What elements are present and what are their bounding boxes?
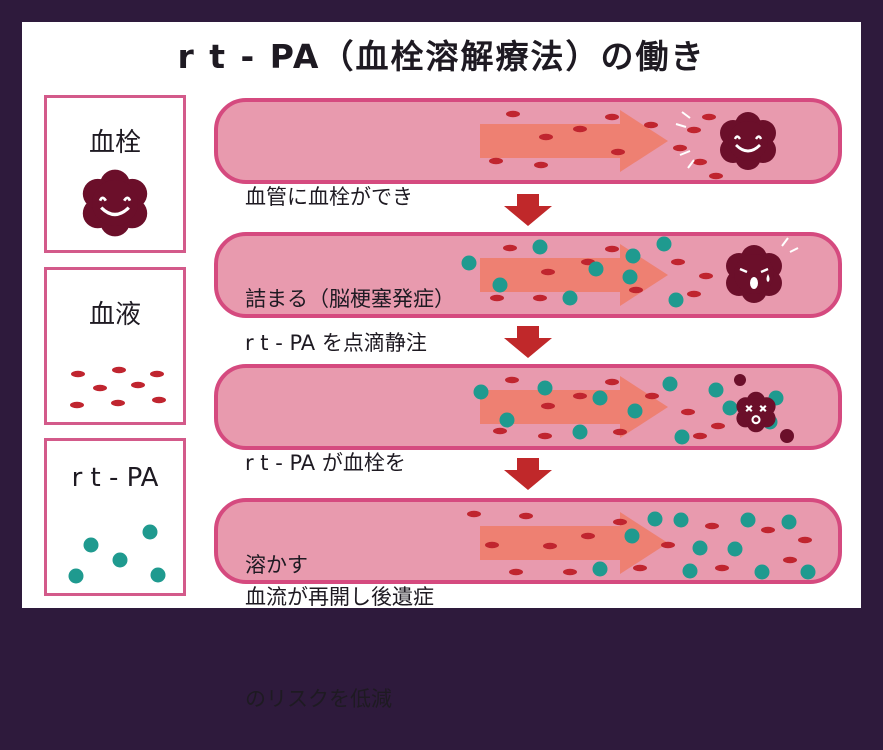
step-3-text: r t - PA が血栓を 溶かす [245,378,406,616]
step-4-line-1: 血流が再開し後遺症 [245,585,434,609]
step-3-line-1: r t - PA が血栓を [245,451,406,475]
vessel-step-3 [214,364,842,450]
clot-step-2 [726,245,782,303]
legend-blood-cells [70,366,166,409]
step-1-line-1: 血管に血栓ができ [245,185,413,209]
step-2-text: r t - PA を点滴静注 [245,258,427,394]
legend-rtpa-dots [68,524,166,584]
step-1-line-2: 詰まる（脳梗塞発症） [245,287,455,311]
legend-clot-icon [82,169,148,237]
legend-rtpa-label: r t - PA [71,463,159,493]
step-1-text: 血管に血栓ができ 詰まる（脳梗塞発症） [245,112,455,350]
flow-arrow-2 [480,244,668,306]
flow-arrow-1 [480,110,668,172]
flow-arrow-3 [480,376,668,438]
vessel-step-1 [214,98,842,184]
page-title: r t - PA（血栓溶解療法）の働き [177,37,706,76]
step-3-line-2: 溶かす [245,553,308,577]
down-arrow-1 [504,194,552,226]
down-arrow-3 [504,458,552,490]
flow-arrow-4 [480,512,668,574]
legend-clot-label: 血栓 [88,128,141,158]
clot-step-1 [720,112,776,170]
down-arrow-2 [504,326,552,358]
vessel-step-4 [214,498,842,584]
legend-blood-label: 血液 [88,300,141,330]
clot-step-3 [736,391,776,433]
step-4-text: 血流が再開し後遺症 のリスクを低減 [245,512,434,750]
vessel-step-2 [214,232,842,318]
step-4-line-2: のリスクを低減 [245,687,392,711]
diagram-graphics [68,98,842,584]
step-2-line-1: r t - PA を点滴静注 [245,331,427,355]
